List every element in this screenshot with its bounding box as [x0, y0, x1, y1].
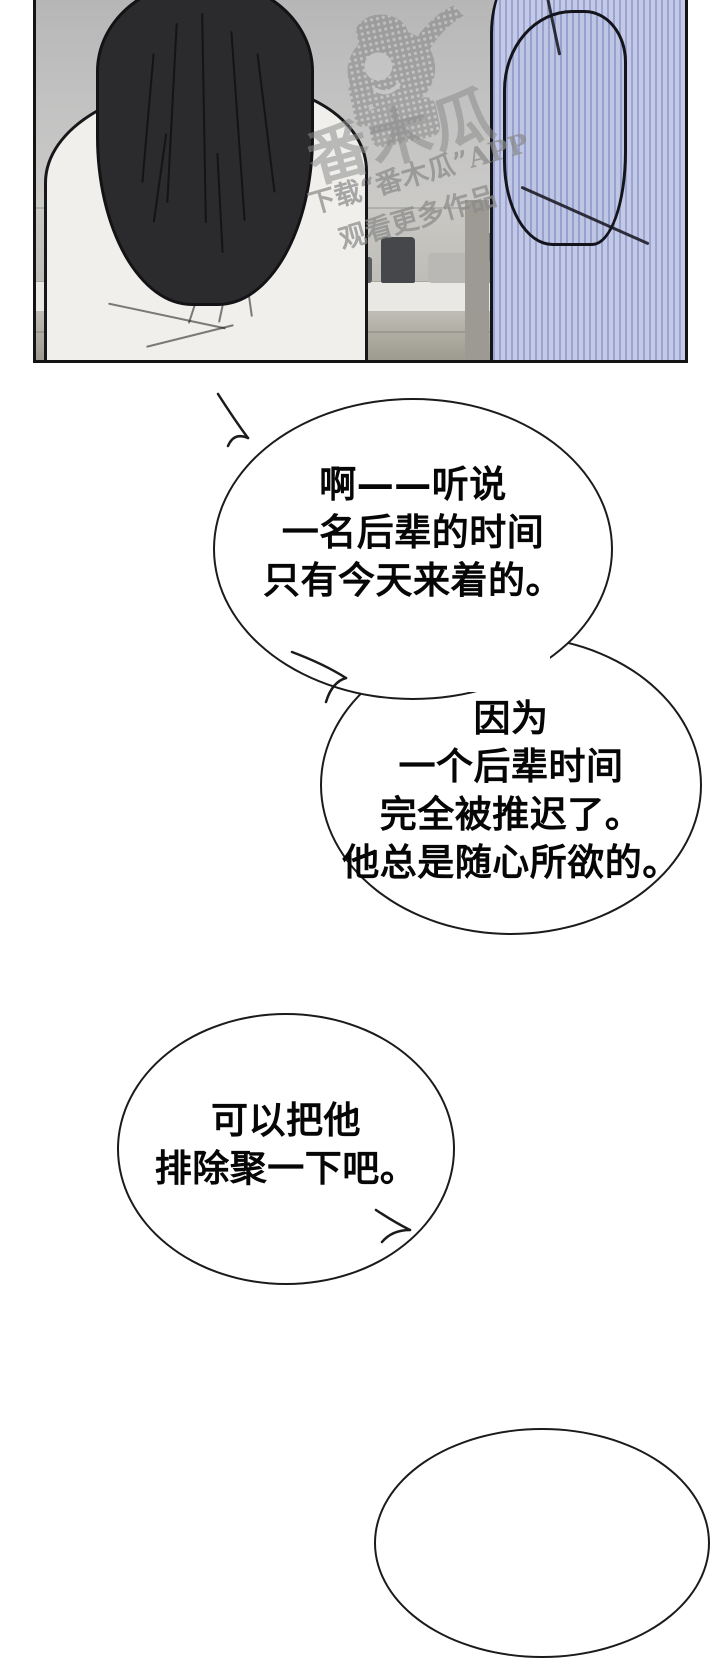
hair-strand	[166, 23, 178, 203]
speech-bubble-2-text: 因为 一个后辈时间 完全被推迟了。 他总是随心所欲的。	[342, 696, 680, 885]
speech-bubble-1: 啊——听说 一名后辈的时间 只有今天来着的。	[213, 398, 613, 700]
speech-bubble-3-tail-icon	[374, 1208, 412, 1244]
hair-strand	[256, 53, 276, 193]
speech-bubble-3: 可以把他 排除聚一下吧。	[117, 1013, 455, 1285]
speech-bubble-4-partial	[374, 1428, 710, 1658]
hair-strand	[230, 31, 246, 221]
speech-bubble-1-text: 啊——听说 一名后辈的时间 只有今天来着的。	[263, 462, 563, 603]
panel-object-tall-bottle	[381, 236, 415, 283]
speech-bubble-1-tail-icon	[216, 392, 250, 448]
speech-bubble-2-tail-icon	[290, 650, 348, 704]
panel-wall-gap	[465, 200, 489, 360]
character-striped-arm	[503, 10, 627, 246]
hair-strand	[141, 53, 155, 183]
character-long-dark-hair	[96, 0, 314, 306]
hair-strand	[201, 12, 207, 224]
fabric-fold	[108, 302, 226, 330]
comic-panel-salon: 番木瓜 下载“番木瓜”APP 观看更多作品	[33, 0, 688, 363]
character-striped-shirt	[490, 0, 685, 360]
speech-bubble-3-text: 可以把他 排除聚一下吧。	[154, 1098, 418, 1190]
comic-page: 番木瓜 下载“番木瓜”APP 观看更多作品 因为 一个后辈时间 完全被推迟了。 …	[33, 0, 710, 1658]
hair-strand	[216, 153, 224, 253]
fabric-fold	[146, 324, 234, 348]
bubble-join-mask	[430, 650, 550, 692]
hair-strand	[152, 133, 168, 223]
